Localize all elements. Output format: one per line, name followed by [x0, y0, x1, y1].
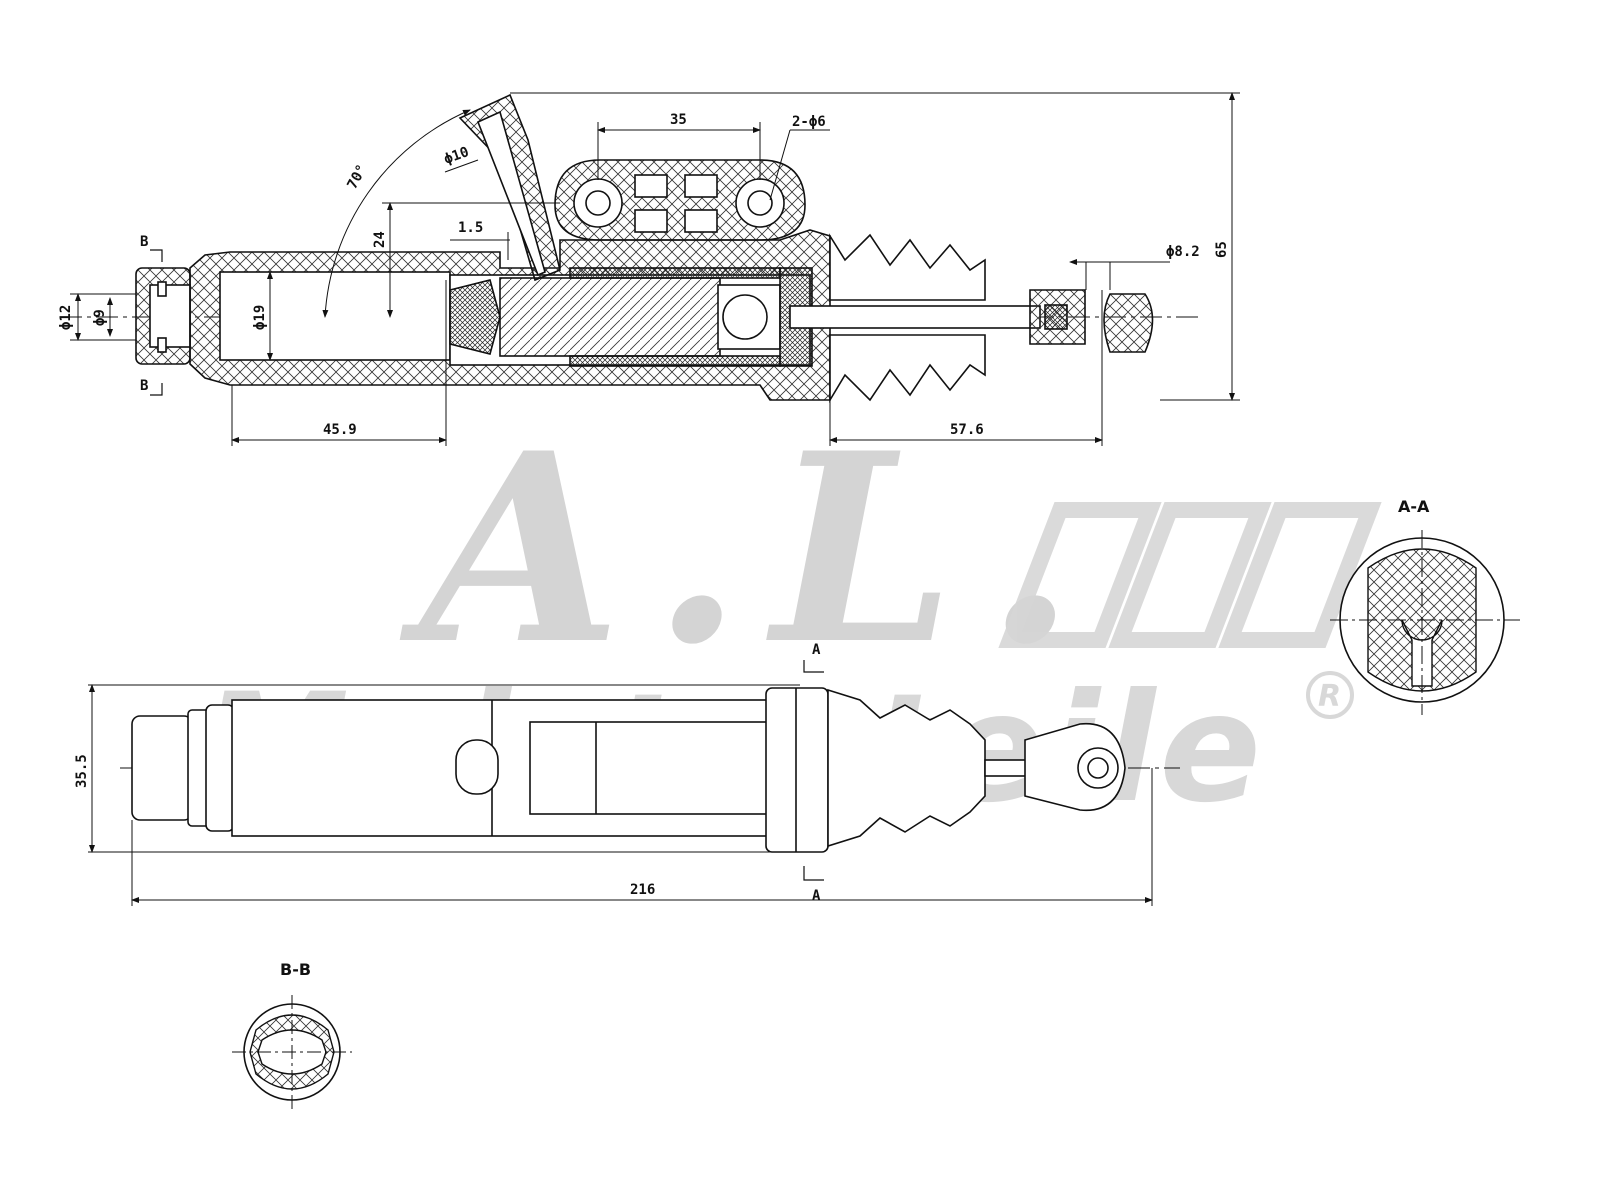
section-aa: A-A — [1330, 497, 1520, 715]
marker-b-top: B — [140, 234, 148, 250]
section-marker-b: B B — [140, 234, 163, 396]
side-view — [120, 687, 1180, 853]
side-flange — [765, 687, 829, 853]
clevis-eye — [1103, 293, 1154, 353]
mounting-hole-right — [735, 178, 785, 228]
registered-mark: R — [1318, 679, 1341, 714]
dim-65: 65 — [1214, 241, 1230, 258]
marker-a-bottom: A — [812, 888, 821, 904]
dim-35: 35 — [670, 112, 687, 128]
section-marker-a: A A — [803, 642, 824, 904]
side-reservoir-cap — [455, 739, 499, 795]
ball-joint — [722, 294, 768, 340]
marker-b-bottom: B — [140, 378, 148, 394]
dim-57-6: 57.6 — [950, 422, 984, 438]
side-dust-boot — [827, 688, 986, 848]
marker-a-top: A — [812, 642, 821, 658]
dim-angle-70: 70° — [344, 162, 370, 192]
dust-boot — [829, 233, 986, 403]
dim-phi12: ϕ12 — [58, 305, 74, 330]
top-view-dimensions: ϕ12 ϕ9 ϕ19 24 1.5 70° ϕ10 35 2-ϕ6 ϕ8.2 — [58, 92, 1240, 446]
section-aa-title: A-A — [1398, 497, 1430, 516]
registered-mark-circle — [1306, 671, 1354, 719]
dim-1-5: 1.5 — [458, 220, 483, 236]
dim-45-9: 45.9 — [323, 422, 357, 438]
dim-phi8-2: ϕ8.2 — [1166, 244, 1200, 260]
watermark-brand-initials: A.L. — [400, 397, 1106, 702]
mounting-hole-left — [573, 178, 623, 228]
side-push-rod — [984, 759, 1031, 777]
dim-24: 24 — [372, 231, 388, 248]
side-view-dimensions: 35.5 216 — [74, 684, 1153, 906]
side-inlet-connector — [131, 715, 193, 821]
top-section-view — [60, 93, 1200, 403]
dim-2-phi6: 2-ϕ6 — [792, 114, 826, 130]
dim-phi9: ϕ9 — [92, 309, 108, 326]
dim-216: 216 — [630, 882, 655, 898]
primary-seal — [449, 279, 501, 355]
dim-35-5: 35.5 — [74, 754, 90, 788]
section-bb: B-B — [232, 960, 352, 1110]
dim-phi19: ϕ19 — [252, 305, 268, 330]
section-bb-hatched — [249, 1014, 335, 1090]
piston — [499, 277, 721, 357]
watermark-logo-stripes — [998, 502, 1382, 648]
push-rod — [789, 305, 1041, 329]
section-bb-title: B-B — [280, 960, 311, 979]
